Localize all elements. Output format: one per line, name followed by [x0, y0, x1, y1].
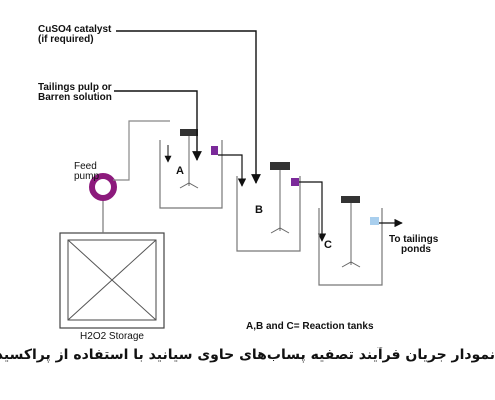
pulp-feed-line — [114, 90, 202, 161]
tank-b-to-c-pipe — [299, 181, 327, 242]
tank-a-label: A — [176, 165, 184, 177]
catalyst-feed-line — [116, 30, 261, 184]
pulp-label-line1: Tailings pulp or — [38, 82, 112, 93]
tank-b-label: B — [255, 204, 263, 216]
h2o2-storage-tank — [59, 232, 165, 329]
feed-pump-label-line2: pump — [74, 171, 99, 182]
reaction-tank-a — [159, 129, 223, 209]
pump-outlet-pipe — [113, 120, 170, 181]
catalyst-label-line2: (if required) — [38, 34, 94, 45]
pulp-label-line2: Barren solution — [38, 92, 112, 103]
catalyst-label-line1: CuSO4 catalyst — [38, 24, 112, 35]
tank-c-label: C — [324, 239, 332, 251]
storage-label: H2O2 Storage — [80, 331, 144, 342]
reaction-tanks-legend: A,B and C= Reaction tanks — [246, 321, 374, 332]
outlet-label-line2: ponds — [401, 244, 431, 255]
tank-a-to-b-pipe — [218, 154, 247, 187]
outlet-label-line1: To tailings — [389, 234, 439, 245]
reaction-tank-b — [236, 162, 301, 252]
catalyst-feed-branch — [233, 31, 256, 183]
feed-pump-label-line1: Feed — [74, 161, 97, 172]
figure-caption: نمودار جریان فرآیند تصفیه پساب‌های حاوی … — [0, 347, 495, 363]
reaction-tank-c — [318, 196, 383, 286]
feed-pump — [89, 173, 117, 201]
